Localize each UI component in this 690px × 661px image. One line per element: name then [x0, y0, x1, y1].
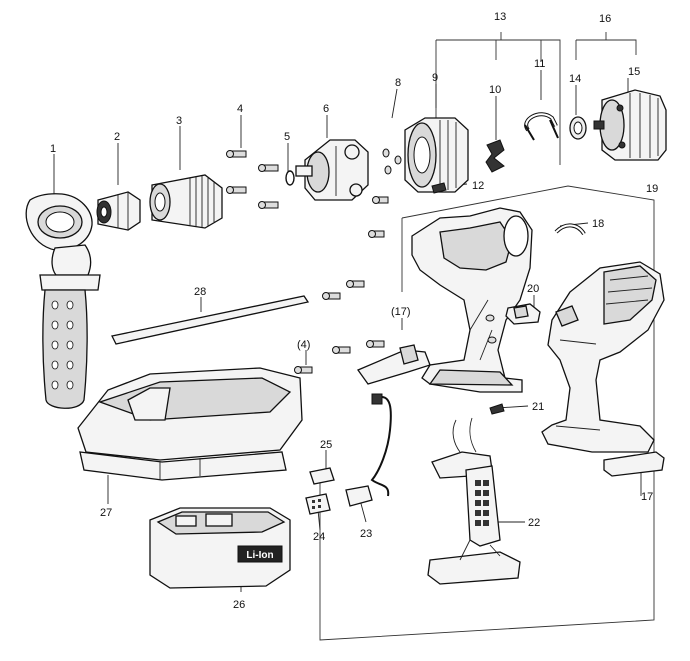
callout-4: 4	[237, 103, 243, 115]
battery-pack: Li-Ion	[149, 507, 291, 589]
callout-18: 18	[592, 218, 604, 230]
callout-12: 12	[472, 180, 484, 192]
callout-11: 11	[534, 58, 545, 70]
chuck	[149, 174, 223, 229]
screws-group-4	[226, 150, 279, 209]
battery-terminal	[427, 417, 521, 585]
callout-2: 2	[114, 131, 120, 143]
callout-16: 16	[599, 13, 611, 25]
callout-17a: (17)	[391, 306, 411, 318]
callout-labels: 1 2 3 4 5 6 8 9 10 11 12 13 14 15 16 (17…	[50, 11, 658, 611]
small-spring-12	[431, 182, 447, 194]
o-ring	[285, 170, 295, 186]
plug-24	[305, 493, 331, 515]
clip-ring	[524, 112, 559, 141]
charger	[77, 367, 303, 481]
callout-26: 26	[233, 599, 245, 611]
callout-13: 13	[494, 11, 506, 23]
callout-19: 19	[646, 183, 658, 195]
small-spring-21	[489, 403, 505, 415]
collar	[96, 191, 141, 231]
pins	[382, 148, 402, 175]
direction-switch	[505, 303, 541, 325]
callout-17b: 17	[641, 491, 653, 503]
callout-5: 5	[284, 131, 290, 143]
callout-4b: (4)	[297, 339, 310, 351]
trigger-switch	[357, 344, 431, 385]
callout-28: 28	[194, 286, 206, 298]
wire-harness	[345, 393, 392, 507]
gear-ring	[404, 117, 469, 193]
callout-23: 23	[360, 528, 372, 540]
leader-lines	[53, 70, 642, 592]
callout-8: 8	[395, 77, 401, 89]
housing-screws	[294, 196, 389, 374]
callout-3: 3	[176, 115, 182, 127]
callout-25: 25	[320, 439, 332, 451]
callout-27: 27	[100, 507, 112, 519]
callout-10: 10	[489, 84, 501, 96]
callout-15: 15	[628, 66, 640, 78]
callout-1: 1	[50, 143, 56, 155]
housing-right-half	[541, 261, 665, 453]
callout-14: 14	[569, 73, 581, 85]
motor	[593, 89, 667, 161]
callout-24: 24	[313, 531, 325, 543]
housing-left-half	[411, 207, 533, 393]
washer	[569, 116, 587, 140]
callout-6: 6	[323, 103, 329, 115]
bottom-plate	[603, 451, 665, 477]
plug-25	[309, 467, 335, 485]
side-handle	[25, 193, 101, 409]
spring-clip	[485, 139, 505, 173]
callout-9: 9	[432, 72, 438, 84]
callout-22: 22	[528, 517, 540, 529]
clip-18	[554, 223, 586, 236]
gearbox-housing	[295, 139, 369, 201]
callout-21: 21	[532, 401, 544, 413]
rod	[111, 295, 310, 345]
group-frames	[319, 32, 655, 641]
callout-20: 20	[527, 283, 539, 295]
battery-brand-label: Li-Ion	[246, 550, 273, 561]
